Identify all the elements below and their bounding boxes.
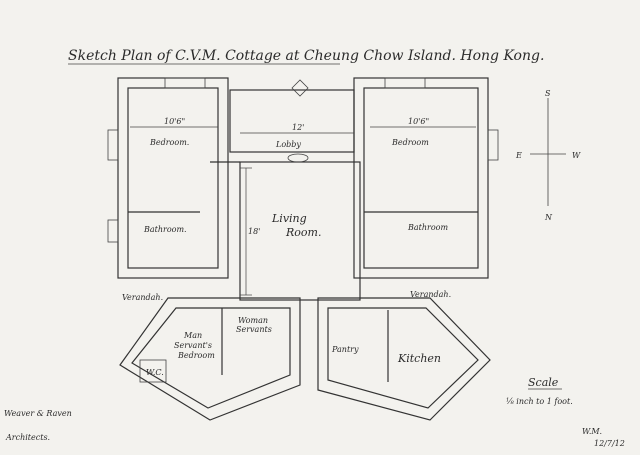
woman-servants-label-line1: Woman (238, 316, 268, 325)
compass-rose (530, 98, 566, 206)
pantry-label: Pantry (331, 345, 359, 354)
woman-servants-label-line2: Servants (236, 325, 272, 334)
left-wing-walls (107, 77, 240, 279)
signature-date: 12/7/12 (594, 439, 625, 448)
right-wing-walls (353, 77, 499, 279)
man-servants-label-line1: Man (183, 331, 202, 340)
scale-heading: Scale (528, 376, 559, 389)
left-bedroom-label: Bedroom. (149, 138, 189, 147)
center-walls (229, 79, 361, 301)
compass-west: W (572, 151, 581, 160)
right-verandah-label: Verandah. (410, 290, 451, 299)
service-block-walls (119, 297, 491, 421)
living-room-dimension: 18' (248, 227, 260, 236)
left-bathroom-label: Bathroom. (143, 225, 187, 234)
right-bathroom-label: Bathroom (407, 223, 448, 232)
man-servants-label-line2: Servant's (174, 341, 212, 350)
lobby-label: Lobby (275, 140, 301, 149)
architects-title: Architects. (5, 433, 50, 442)
right-bedroom-label: Bedroom (391, 138, 429, 147)
compass-north: N (544, 213, 553, 222)
compass-east: E (515, 151, 522, 160)
left-bedroom-dimension: 10'6" (164, 117, 185, 126)
left-verandah-label: Verandah. (122, 293, 163, 302)
plan-title: Sketch Plan of C.V.M. Cottage at Cheung … (68, 48, 544, 64)
right-bedroom-dimension: 10'6" (408, 117, 429, 126)
architects-name: Weaver & Raven (4, 409, 72, 418)
wc-label: W.C. (146, 368, 164, 377)
compass-south: S (545, 89, 551, 98)
kitchen-label: Kitchen (397, 352, 441, 365)
scale-text: ⅛ inch to 1 foot. (506, 397, 573, 406)
living-room-label-line1: Living (271, 212, 307, 225)
man-servants-label-line3: Bedroom (177, 351, 215, 360)
living-room-label-line2: Room. (285, 226, 321, 239)
signature-initials: W.M. (582, 427, 602, 436)
lobby-dimension: 12' (292, 123, 304, 132)
